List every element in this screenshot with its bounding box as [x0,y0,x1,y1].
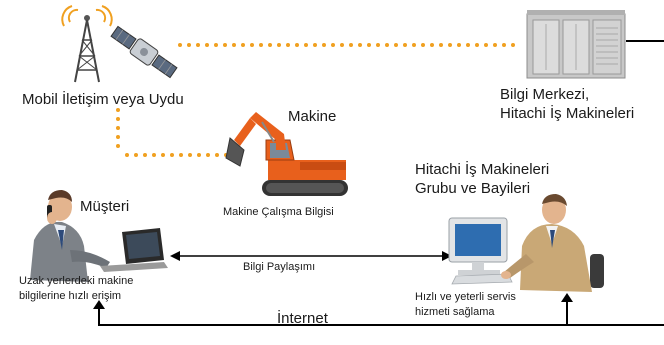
link-dot [502,43,506,47]
link-dot [412,43,416,47]
link-dot [268,43,272,47]
link-dot [484,43,488,47]
link-dot [170,153,174,157]
link-dot [367,43,371,47]
link-dot [286,43,290,47]
link-dot [403,43,407,47]
customer-note-line1: Uzak yerlerdeki makine [19,275,134,287]
arrow-up-customer [93,300,105,309]
link-dot [187,43,191,47]
link-dot [178,43,182,47]
link-dot [116,144,120,148]
link-dot [358,43,362,47]
link-dot [241,43,245,47]
info-sharing-arrow [170,251,452,261]
mobile-satellite-label: Mobil İletişim veya Uydu [22,91,184,108]
link-dot [152,153,156,157]
link-dot [493,43,497,47]
link-dot [116,135,120,139]
info-sharing-label: Bilgi Paylaşımı [243,261,316,273]
link-dot [223,43,227,47]
link-dot [143,153,147,157]
customer-label: Müşteri [80,198,130,215]
machine-info-label: Makine Çalışma Bilgisi [223,206,334,218]
link-dot [511,43,515,47]
link-dot [206,153,210,157]
laptop-icon [100,228,168,272]
link-dot [259,43,263,47]
internet-label: İnternet [277,310,328,327]
link-dot [205,43,209,47]
link-dot [349,43,353,47]
link-dot [197,153,201,157]
server-icon [526,10,626,79]
link-dot [295,43,299,47]
internet-arrows [93,293,573,309]
link-dot [179,153,183,157]
customer-note-line2: bilgilerine hızlı erişim [19,290,122,302]
wireless-link-dotted [116,43,515,157]
link-dot [125,153,129,157]
desktop-computer-icon [448,217,513,285]
machine-label: Makine [288,108,337,125]
customer-person-icon [30,190,110,282]
link-dot [161,153,165,157]
excavator-icon [225,112,348,196]
dealer-note-line2: hizmeti sağlama [415,306,495,318]
satellite-icon [110,25,178,79]
datacenter-label-line1: Bilgi Merkezi, [500,86,590,103]
link-dot [322,43,326,47]
link-dot [340,43,344,47]
dealer-person-icon [501,194,604,292]
link-dot [116,126,120,130]
link-dot [215,153,219,157]
link-dot [394,43,398,47]
link-dot [250,43,254,47]
datacenter-label-line2: Hitachi İş Makineleri [500,105,635,122]
link-dot [277,43,281,47]
antenna-tower-icon [61,5,113,83]
link-dot [331,43,335,47]
link-dot [466,43,470,47]
link-dot [430,43,434,47]
link-dot [439,43,443,47]
link-dot [196,43,200,47]
link-dot [116,108,120,112]
link-dot [232,43,236,47]
link-dot [134,153,138,157]
link-dot [385,43,389,47]
link-dot [116,117,120,121]
link-dot [475,43,479,47]
link-dot [313,43,317,47]
link-dot [376,43,380,47]
internet-line [98,40,664,326]
dealer-note-line1: Hızlı ve yeterli servis [415,291,516,303]
link-dot [457,43,461,47]
link-dot [448,43,452,47]
link-dot [214,43,218,47]
dealer-label-line2: Grubu ve Bayileri [415,180,531,197]
link-dot [421,43,425,47]
arrow-up-dealer [561,293,573,302]
link-dot [188,153,192,157]
link-dot [304,43,308,47]
dealer-label-line1: Hitachi İş Makineleri [415,161,550,178]
